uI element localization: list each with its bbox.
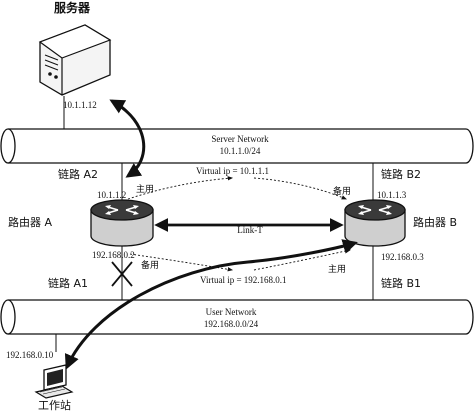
backup-top-label: 备用	[333, 185, 351, 197]
router-b-name: 路由器 B	[413, 215, 457, 229]
router-a-name: 路由器 A	[8, 215, 52, 229]
link-t-label: Link-T	[237, 225, 263, 235]
router-a-icon	[90, 199, 154, 247]
virtual-ip-bottom: Virtual ip = 192.168.0.1	[200, 275, 287, 285]
master-top-dashed-arrow	[127, 176, 234, 200]
link-a1-label: 链路 A1	[48, 276, 88, 290]
backup-top-dashed-arrow	[253, 177, 347, 200]
workstation-title: 工作站	[38, 398, 71, 412]
user-network-name: User Network	[206, 307, 257, 317]
link-b2-label: 链路 B2	[381, 167, 421, 181]
workstation-icon	[34, 364, 74, 399]
router-a-ip-top: 10.1.1.2	[97, 190, 126, 200]
router-b-icon	[344, 199, 406, 247]
server-title: 服务器	[54, 0, 91, 15]
server-ip: 10.1.1.12	[63, 100, 97, 110]
link-a2-label: 链路 A2	[58, 167, 98, 181]
link-b1-label: 链路 B1	[381, 276, 421, 290]
user-network-subnet: 192.168.0.0/24	[204, 319, 259, 329]
master-bottom-label: 主用	[328, 263, 346, 275]
router-b-ip-bottom: 192.168.0.3	[381, 252, 424, 262]
server-network-subnet: 10.1.1.0/24	[220, 146, 261, 156]
virtual-ip-top: Virtual ip = 10.1.1.1	[196, 166, 269, 176]
workstation-ip: 192.168.0.10	[6, 350, 54, 360]
router-a-ip-bottom: 192.168.0.2	[92, 250, 135, 260]
server-icon	[38, 24, 112, 96]
server-to-router-a-traffic-arrow	[109, 99, 146, 178]
router-b-ip-top: 10.1.1.3	[377, 190, 407, 200]
backup-bottom-label: 备用	[141, 259, 159, 271]
master-top-label: 主用	[136, 183, 154, 195]
workstation-to-router-b-traffic-arrow	[64, 239, 358, 370]
server-network-name: Server Network	[211, 134, 269, 144]
